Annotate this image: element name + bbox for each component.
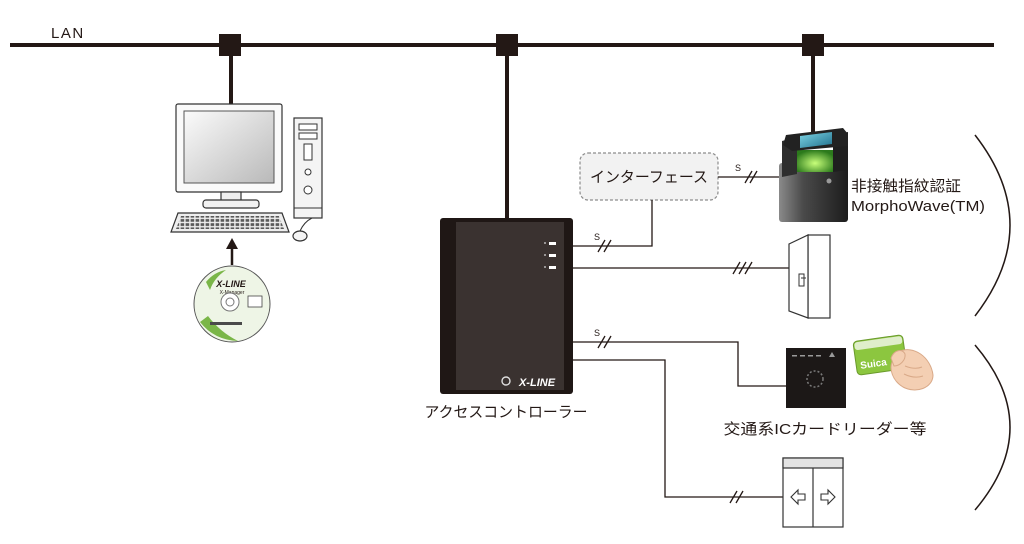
controller-indicator-dot — [544, 254, 546, 256]
tower-power-button — [303, 185, 313, 195]
controller-led-2 — [549, 254, 556, 257]
door-icon — [788, 234, 831, 319]
mouse — [292, 230, 308, 242]
wire — [573, 200, 653, 247]
lan-junction-controller — [496, 34, 518, 56]
reader-scan-cavity — [797, 150, 833, 172]
wire-slash — [597, 335, 606, 349]
wire-slash — [732, 261, 741, 275]
wire — [573, 359, 783, 498]
monitor-base — [202, 199, 260, 209]
disc-green-leaf — [206, 270, 226, 290]
interface-label: インターフェース — [590, 169, 708, 186]
wire-slash — [603, 335, 612, 349]
card-reader-led — [808, 355, 813, 357]
card-reader-led — [816, 355, 821, 357]
wire — [573, 341, 786, 387]
desktop-computer-icon — [170, 103, 323, 242]
wire-slash — [749, 170, 758, 184]
bracket-lower-group — [974, 344, 1011, 511]
arrow-right-icon — [820, 488, 836, 506]
wire-slash — [735, 490, 744, 504]
controller-logo: X-LINE — [518, 377, 556, 389]
install-arrow-head — [226, 238, 238, 249]
ic-card-reader — [786, 348, 846, 408]
signal-label: S — [735, 163, 741, 173]
wire-slash — [729, 490, 738, 504]
door-frame — [807, 234, 831, 319]
bracket-upper-group — [974, 134, 1011, 317]
signal-label: S — [594, 328, 600, 338]
fingerprint-product-label: MorphoWave(TM) — [851, 198, 985, 215]
controller-key-hole — [501, 376, 511, 386]
access-controller: X-LINE — [440, 218, 573, 394]
wire-slash — [744, 170, 753, 184]
ic-card-logo: Suica — [860, 357, 888, 372]
keyboard-keys — [176, 216, 284, 229]
disc-green-band — [200, 316, 238, 341]
card-reader-body — [786, 348, 846, 408]
ic-card-stripe — [854, 336, 903, 351]
card-reader-indicator — [829, 352, 835, 357]
card-reader-target — [806, 370, 824, 388]
monitor-screen — [183, 110, 275, 184]
gate-top-strip — [782, 457, 844, 469]
arrow-up-icon — [226, 238, 238, 265]
lan-label: LAN — [51, 25, 85, 42]
wire-slash — [744, 261, 753, 275]
connection-controller-to-interface: S — [573, 200, 653, 253]
wire-slash — [597, 239, 606, 253]
flap-gate-icon — [782, 457, 844, 528]
controller-indicator-dot — [544, 266, 546, 268]
contactless-fingerprint-reader — [779, 128, 848, 222]
tower-button — [304, 168, 312, 176]
controller-led-3 — [549, 266, 556, 269]
controller-indicator-dot — [544, 242, 546, 244]
signal-label: S — [594, 232, 600, 242]
fingerprint-label: 非接触指紋認証 — [851, 178, 961, 195]
card-reader-label: 交通系ICカードリーダー等 — [724, 420, 927, 438]
ic-card-with-hand: Suica — [852, 334, 934, 391]
wire-slash — [738, 261, 747, 275]
tower-slot — [303, 143, 313, 161]
controller-label: アクセスコントローラー — [425, 404, 588, 421]
controller-led-1 — [549, 242, 556, 245]
hand-thumb — [890, 350, 906, 367]
connection-controller-to-door — [573, 261, 790, 275]
wire-slash — [603, 239, 612, 253]
disc-logo: X-LINE — [215, 279, 246, 289]
hand-finger-crease — [903, 365, 924, 378]
disc-footer-graphic — [210, 322, 242, 325]
tower-drive-bay-1 — [298, 123, 318, 131]
controller-front-panel — [456, 222, 564, 390]
card-reader-led — [792, 355, 797, 357]
door-handle — [798, 273, 805, 287]
interface-unit: インターフェース — [579, 152, 719, 201]
connection-controller-to-card-reader: S — [573, 328, 786, 387]
reader-base — [779, 163, 848, 222]
disc-hole — [225, 297, 235, 307]
reader-screen — [800, 132, 832, 148]
reader-brand-mark — [826, 178, 832, 184]
arrow-left-icon — [790, 488, 806, 506]
lan-network: LAN — [10, 25, 994, 219]
interface-box — [579, 152, 719, 201]
lan-junction-pc — [219, 34, 241, 56]
mouse-cord — [299, 217, 313, 232]
connection-controller-to-gate — [573, 359, 783, 504]
disc-box-graphic — [247, 295, 263, 308]
software-disc-icon: X-LINE X-Manager — [193, 265, 271, 343]
connection-interface-to-fingerprint: S — [718, 163, 779, 184]
card-reader-led — [800, 355, 805, 357]
tower-drive-bay-2 — [298, 132, 318, 140]
lan-junction-fingerprint — [802, 34, 824, 56]
